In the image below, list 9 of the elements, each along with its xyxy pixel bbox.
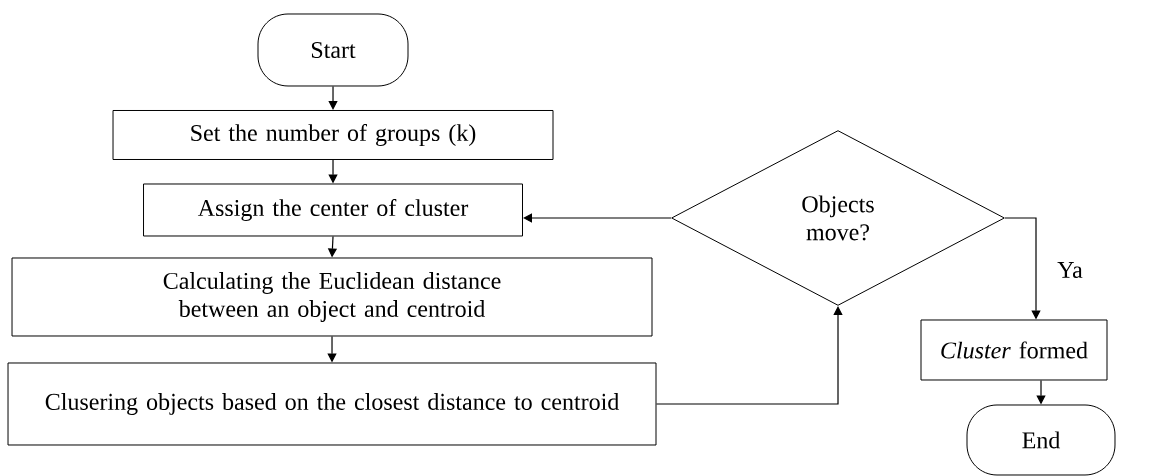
edge-label: Ya [1056,261,1084,279]
arrow [328,85,338,110]
process-box: Set the number of groups (k) [112,110,554,160]
process-box: Assign the center of cluster [143,183,523,237]
arrow [655,306,843,405]
process-box: Clusering objects based on the closest distance to centroid [7,362,657,446]
process-box: Calculating the Euclidean distance between an object and centroid [11,257,653,337]
process-box: Cluster formed [920,319,1108,381]
arrow [523,213,672,223]
